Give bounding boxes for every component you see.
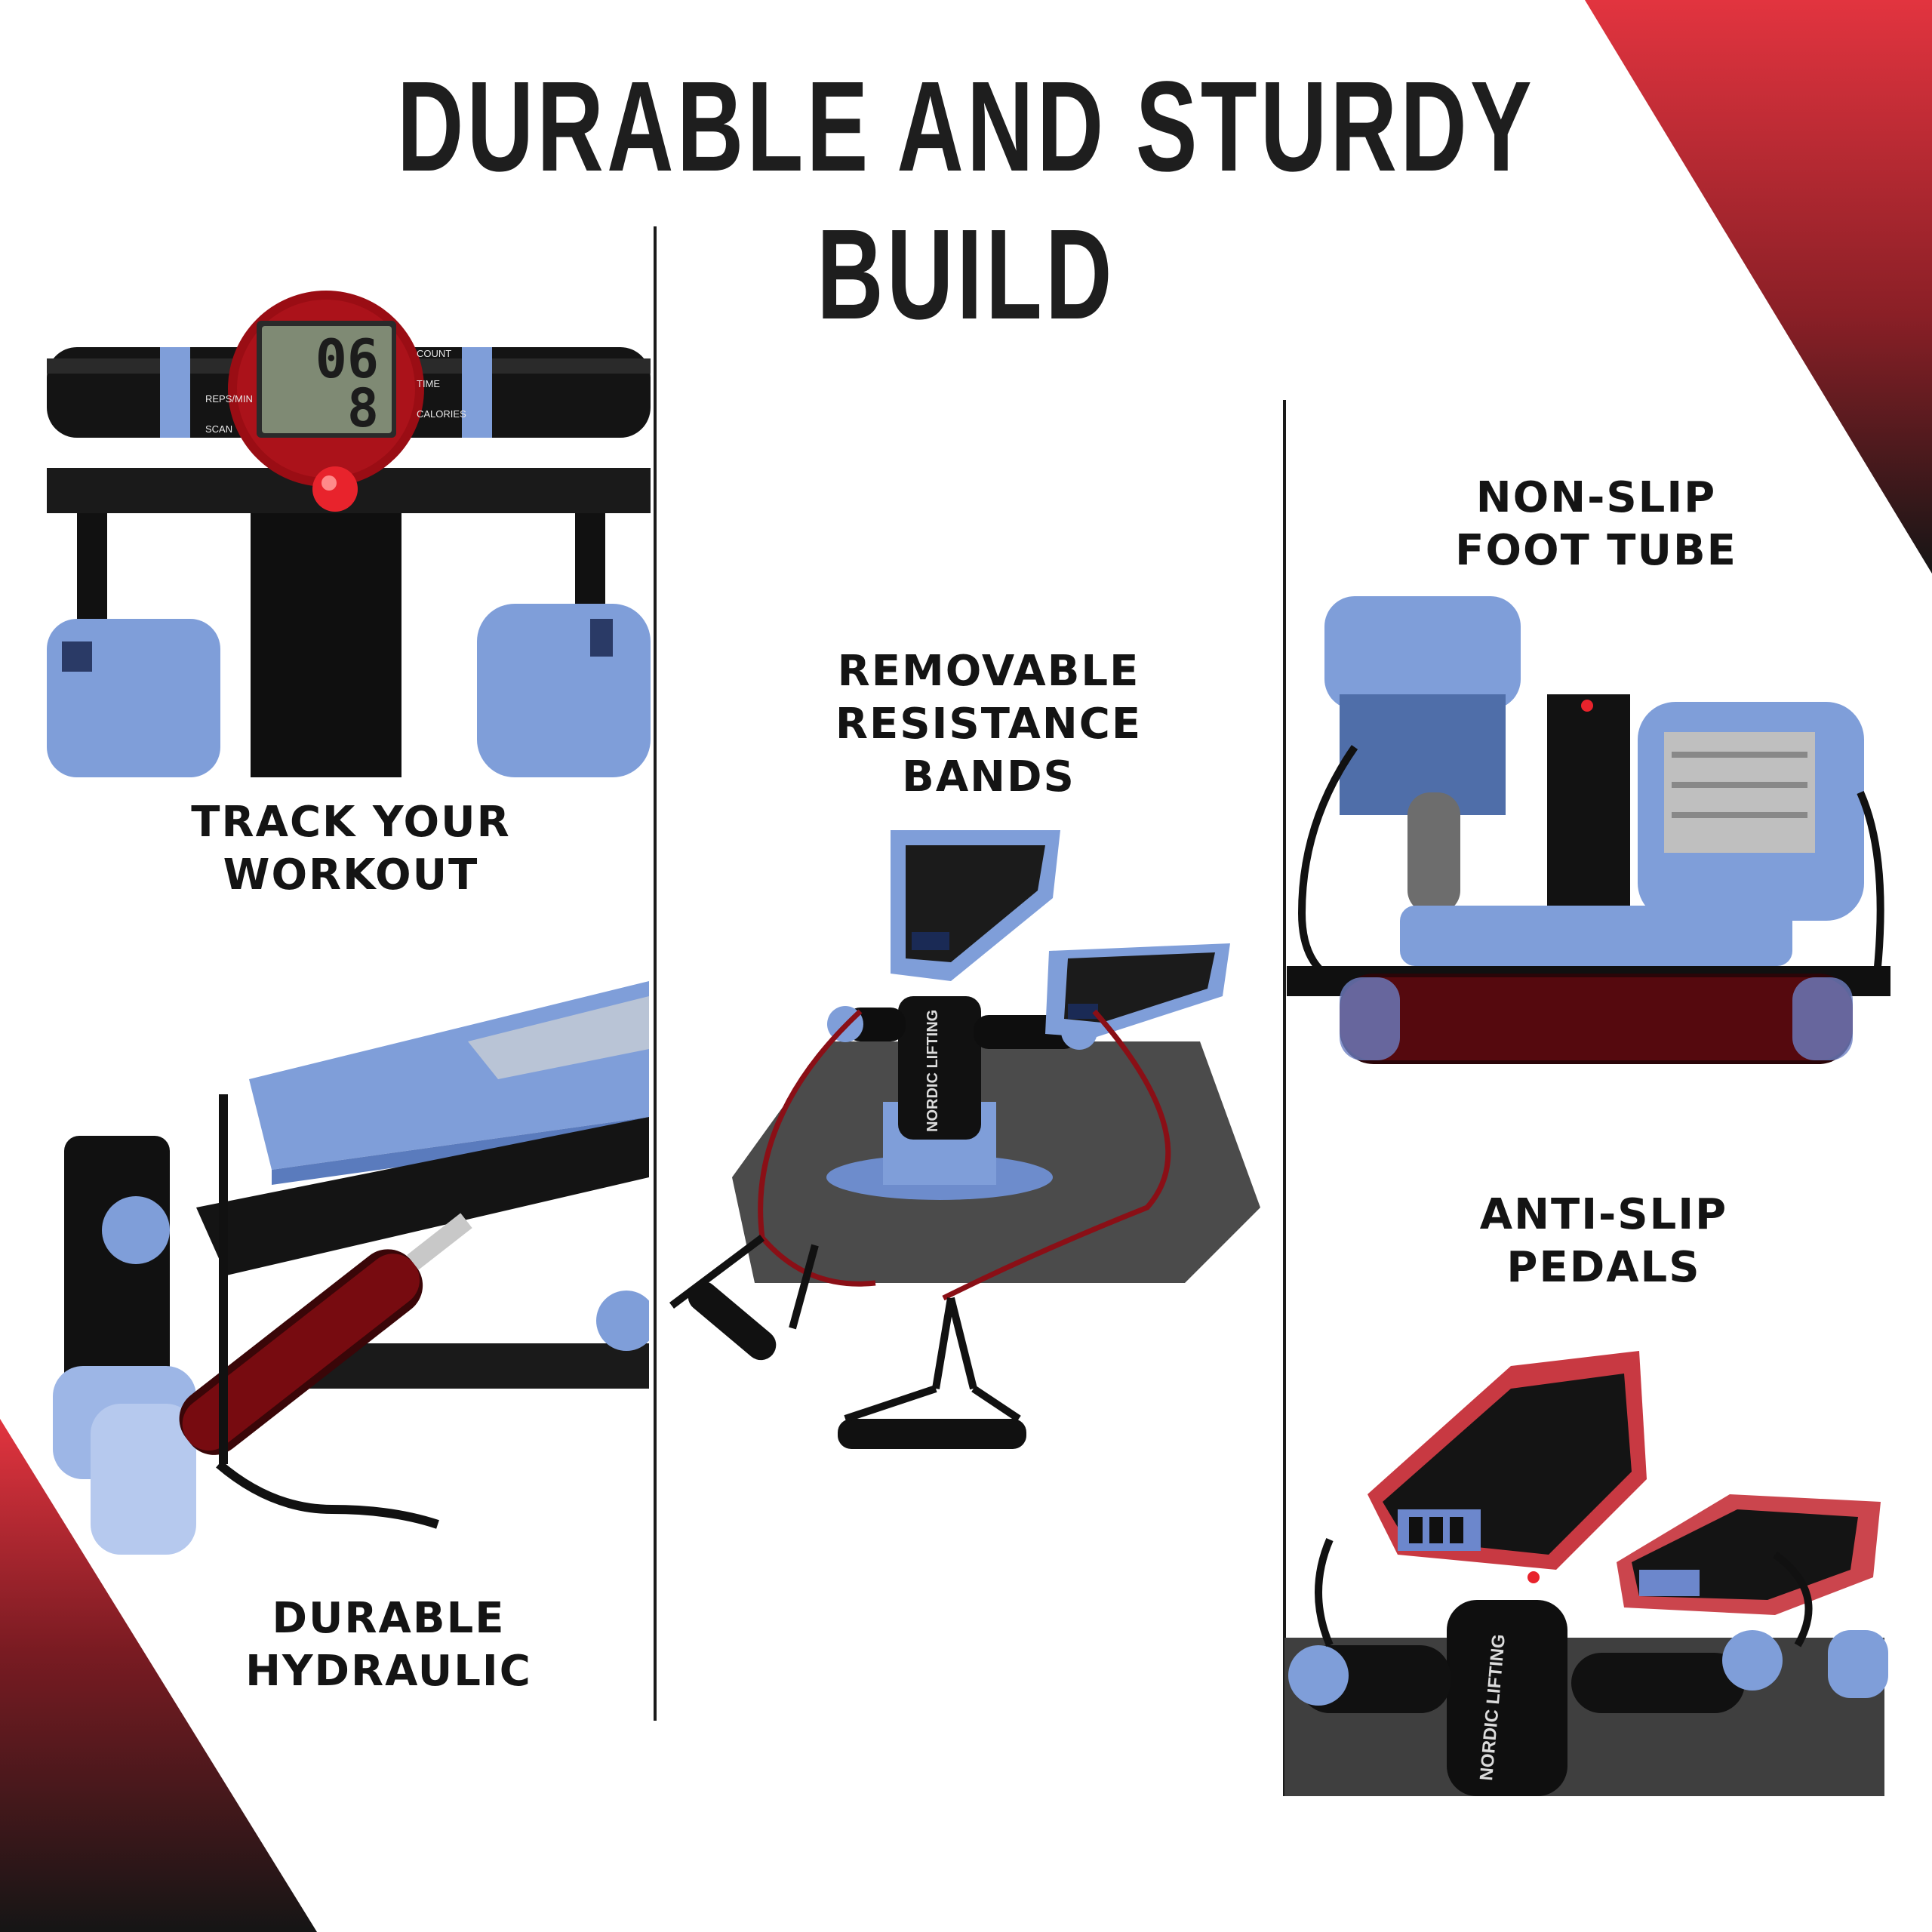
monitor-button [312, 466, 358, 512]
divider-left [654, 226, 657, 1721]
monitor-label-calories: CALORIES [417, 408, 466, 420]
monitor-photo: 06 8 COUNT TIME CALORIES REPS/MIN SCAN [47, 287, 651, 777]
monitor-label-scan: SCAN [205, 423, 232, 435]
monitor-label-reps: REPS/MIN [205, 393, 253, 405]
feature-durable-hydraulic: DURABLE HYDRAULIC [245, 1594, 532, 1696]
hydraulic-photo [53, 981, 649, 1555]
page-title: DURABLE AND STURDY BUILD [396, 55, 1536, 346]
feature-anti-slip-pedals: ANTI-SLIP PEDALS [1479, 1190, 1728, 1292]
monitor-display-bottom: 8 [347, 377, 379, 439]
foot-tube-photo [1287, 596, 1890, 1064]
monitor-label-time: TIME [417, 378, 440, 389]
stepper-brand-column: NORDIC LIFTING [924, 1010, 941, 1132]
stepper-photo: NORDIC LIFTING [669, 830, 1260, 1449]
feature-track-workout: TRACK YOUR WORKOUT [191, 798, 511, 900]
feature-non-slip-foot-tube: NON-SLIP FOOT TUBE [1455, 473, 1737, 575]
feature-resistance-bands: REMOVABLE RESISTANCE BANDS [835, 647, 1143, 801]
monitor-display-top: 06 [315, 328, 379, 390]
monitor-label-count: COUNT [417, 348, 451, 359]
pedals-photo: NORDIC LIFTING [1284, 1351, 1888, 1796]
divider-right [1283, 400, 1286, 1796]
